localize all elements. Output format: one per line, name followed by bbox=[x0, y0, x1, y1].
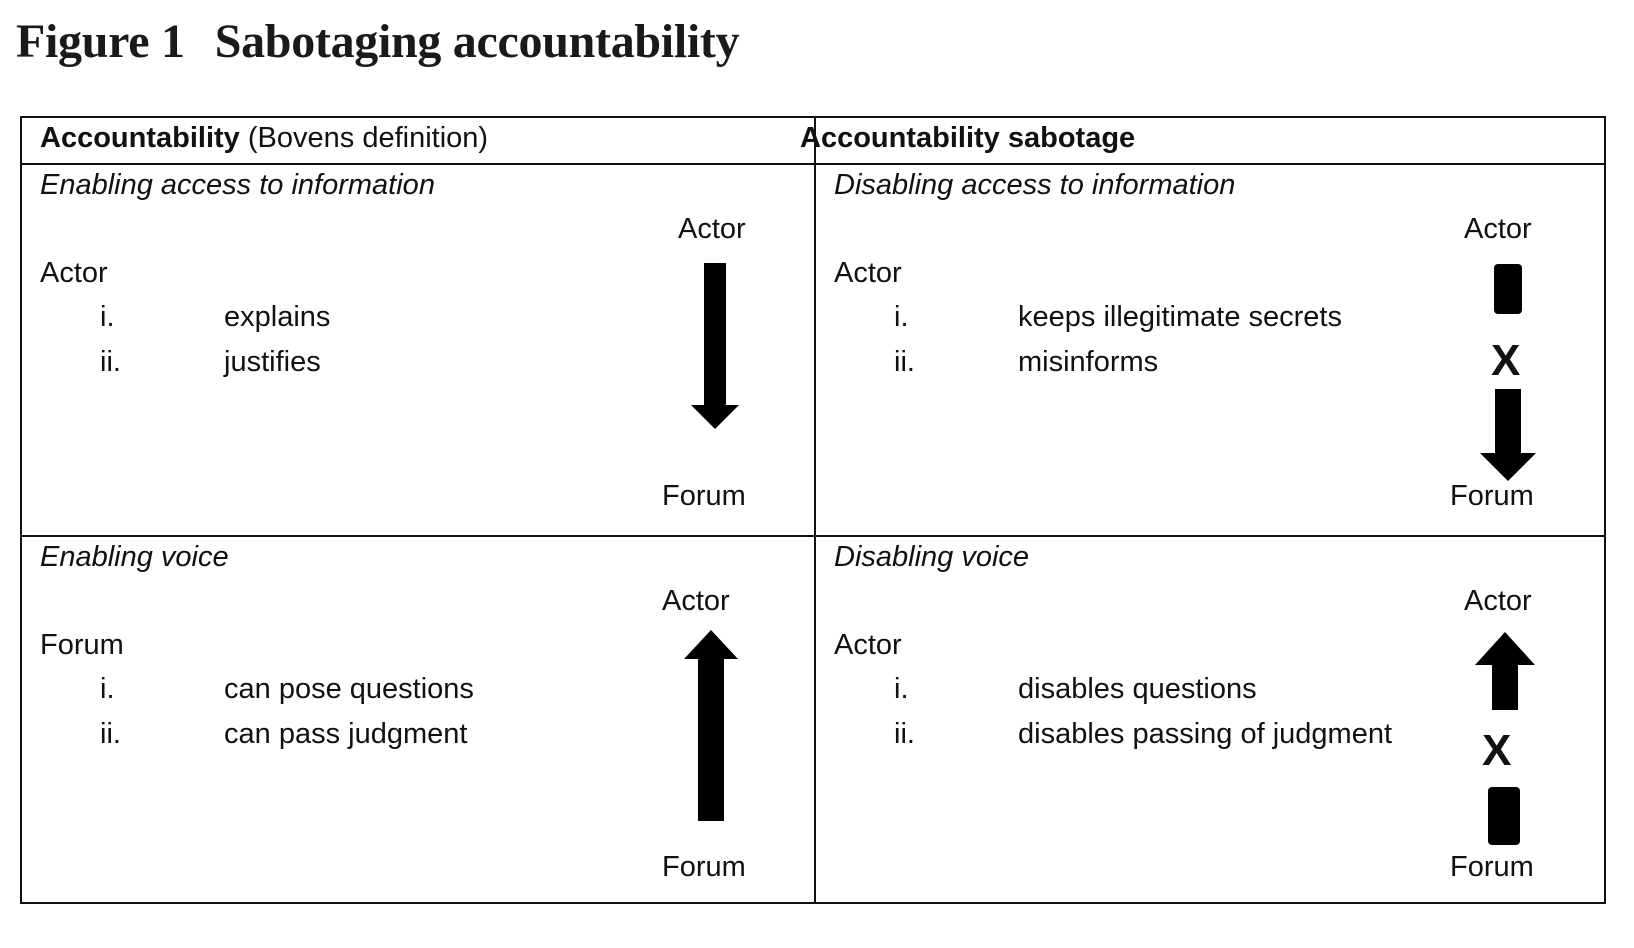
figure-title-text: Sabotaging accountability bbox=[214, 15, 740, 68]
item-number: i. bbox=[894, 673, 909, 705]
item-text: explains bbox=[224, 301, 331, 333]
cell-title: Enabling voice bbox=[40, 541, 229, 573]
item-number: i. bbox=[100, 301, 115, 333]
item-text: can pass judgment bbox=[224, 718, 468, 750]
blocked-x-icon: X bbox=[1482, 726, 1512, 775]
diagram-top-label: Actor bbox=[1464, 585, 1532, 617]
item-number: i. bbox=[100, 673, 115, 705]
cell-subject: Forum bbox=[40, 629, 124, 661]
cell-disabling-access: Disabling access to information Actor i.… bbox=[816, 165, 1606, 535]
diagram-top-label: Actor bbox=[678, 213, 746, 245]
header-accountability-sabotage: Accountability sabotage bbox=[800, 122, 1135, 155]
row-divider bbox=[22, 535, 1604, 537]
item-number: ii. bbox=[100, 346, 121, 378]
cell-disabling-voice: Disabling voice Actor i. disables questi… bbox=[816, 537, 1606, 904]
diagram-top-label: Actor bbox=[662, 585, 730, 617]
item-text: can pose questions bbox=[224, 673, 474, 705]
diagram-bottom-label: Forum bbox=[662, 480, 746, 512]
blocked-x-icon: X bbox=[1491, 336, 1521, 385]
item-number: ii. bbox=[100, 718, 121, 750]
cell-title: Enabling access to information bbox=[40, 169, 435, 201]
diagram-top-label: Actor bbox=[1464, 213, 1532, 245]
header-bold-text: Accountability sabotage bbox=[800, 122, 1136, 154]
arrow-up-icon bbox=[1475, 632, 1535, 710]
item-text: keeps illegitimate secrets bbox=[1018, 301, 1342, 333]
header-bold-text: Accountability bbox=[40, 122, 240, 154]
block-bar-icon bbox=[1494, 264, 1522, 314]
cell-enabling-voice: Enabling voice Forum i. can pose questio… bbox=[22, 537, 814, 904]
item-number: ii. bbox=[894, 346, 915, 378]
header-normal-text: (Bovens definition) bbox=[247, 122, 489, 154]
block-bar-icon bbox=[1488, 787, 1520, 845]
arrow-down-icon bbox=[1480, 389, 1536, 481]
figure-title: Figure 1 Sabotaging accountability bbox=[16, 14, 740, 69]
diagram-bottom-label: Forum bbox=[1450, 480, 1534, 512]
cell-enabling-access: Enabling access to information Actor i. … bbox=[22, 165, 814, 535]
item-number: i. bbox=[894, 301, 909, 333]
comparison-table: Accountability (Bovens definition) Accou… bbox=[20, 116, 1606, 904]
item-text: disables questions bbox=[1018, 673, 1257, 705]
figure-label: Figure 1 bbox=[16, 15, 185, 68]
arrow-down-icon bbox=[691, 263, 739, 429]
cell-title: Disabling access to information bbox=[834, 169, 1236, 201]
item-number: ii. bbox=[894, 718, 915, 750]
cell-subject: Actor bbox=[40, 257, 108, 289]
column-divider bbox=[814, 118, 816, 902]
item-text: disables passing of judgment bbox=[1018, 718, 1393, 750]
diagram-bottom-label: Forum bbox=[1450, 851, 1534, 883]
item-text: misinforms bbox=[1018, 346, 1159, 378]
cell-subject: Actor bbox=[834, 257, 902, 289]
diagram-bottom-label: Forum bbox=[662, 851, 746, 883]
cell-subject: Actor bbox=[834, 629, 902, 661]
header-accountability: Accountability (Bovens definition) bbox=[40, 122, 488, 155]
item-text: justifies bbox=[224, 346, 321, 378]
cell-title: Disabling voice bbox=[834, 541, 1030, 573]
arrow-up-icon bbox=[684, 630, 738, 821]
header-divider bbox=[22, 163, 1604, 165]
